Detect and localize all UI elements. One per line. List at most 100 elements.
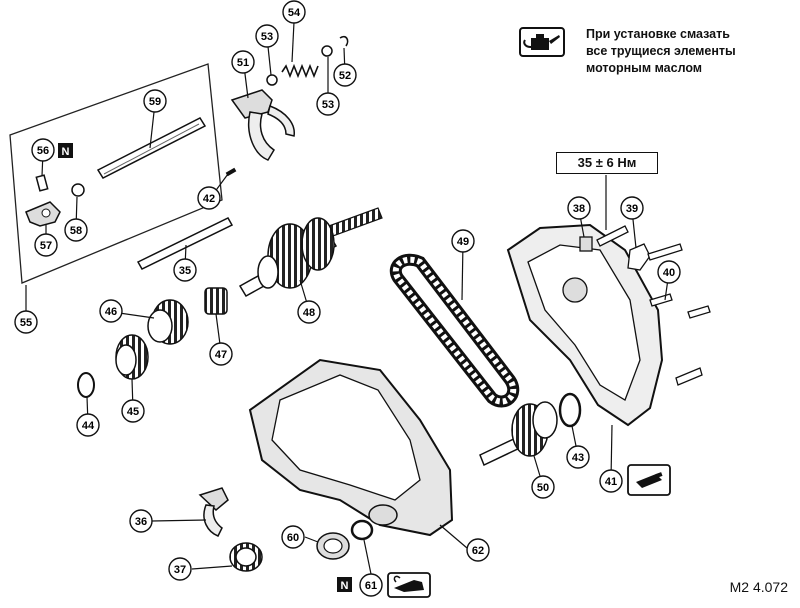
ball-58 (71, 183, 85, 197)
note-line-1: При установке смазать (586, 27, 730, 41)
callout-label: 45 (127, 406, 139, 418)
badge-label: N (341, 580, 349, 592)
n-badge-61: N (337, 577, 352, 592)
bolts-40 (647, 243, 711, 386)
bearing-race-37 (229, 542, 263, 572)
callout-50: 50 (531, 475, 555, 499)
callout-label: 44 (82, 420, 95, 432)
callout-54: 54 (282, 0, 306, 24)
callout-56: 56 (31, 138, 55, 162)
shift-fork-36 (198, 487, 229, 537)
plate-39 (627, 243, 651, 271)
ring-43 (558, 392, 582, 428)
callout-label: 53 (322, 99, 334, 111)
callout-label: 46 (105, 306, 117, 318)
callout-59: 59 (143, 89, 167, 113)
callout-48: 48 (297, 300, 321, 324)
callout-41: 41 (599, 469, 623, 493)
callout-label: 58 (70, 225, 82, 237)
callout-47: 47 (209, 342, 233, 366)
callout-label: 39 (626, 203, 638, 215)
drive-chain-49 (389, 253, 520, 408)
callout-49: 49 (451, 229, 475, 253)
callout-label: 59 (149, 96, 161, 108)
sprocket-50 (479, 401, 558, 467)
callout-37: 37 (168, 557, 192, 581)
lubrication-note: При установке смазать все трущиеся элеме… (586, 26, 786, 77)
callout-42: 42 (197, 186, 221, 210)
callout-label: 62 (472, 545, 484, 557)
figure-code: M2 4.072 (729, 579, 788, 595)
bracket-57 (25, 201, 61, 227)
callout-46: 46 (99, 299, 123, 323)
callout-label: 49 (457, 236, 469, 248)
main-shaft-48 (238, 207, 383, 298)
housing-62 (248, 358, 454, 537)
seal-60 (316, 532, 350, 560)
spring-54 (281, 63, 319, 79)
callout-label: 38 (573, 203, 585, 215)
callout-53b: 53 (316, 92, 340, 116)
gear-45 (115, 334, 149, 380)
callout-label: 40 (663, 267, 675, 279)
pin-56 (35, 174, 49, 192)
callout-60: 60 (281, 525, 305, 549)
callout-61: 61 (359, 573, 383, 597)
callout-44: 44 (76, 413, 100, 437)
callout-label: 61 (365, 580, 377, 592)
callout-62: 62 (466, 538, 490, 562)
group-frame (9, 63, 223, 284)
shift-fork-51 (230, 89, 295, 161)
sealant-tube-icon (627, 464, 671, 496)
needle-bearing-47 (204, 287, 228, 315)
callout-51: 51 (231, 50, 255, 74)
callout-label: 36 (135, 516, 147, 528)
callout-55: 55 (14, 310, 38, 334)
shift-rail-59 (96, 117, 207, 179)
callout-label: 52 (339, 70, 351, 82)
callout-35: 35 ± 6 Нм35 (173, 258, 197, 282)
note-line-2: все трущиеся элементы (586, 44, 736, 58)
torque-spec-box: 35 ± 6 Нм (556, 152, 658, 174)
callout-label: 54 (288, 7, 301, 19)
callout-45: 45 (121, 399, 145, 423)
callout-label: 53 (261, 31, 273, 43)
callout-label: 55 (20, 317, 32, 329)
shift-rail-35 (136, 217, 234, 270)
bolt-38 (579, 225, 629, 252)
callout-label: 48 (303, 307, 315, 319)
callout-53a: 53 (255, 24, 279, 48)
callout-label: 35 (179, 265, 191, 277)
callout-36: 36 (129, 509, 153, 533)
seal-61 (350, 519, 374, 541)
callout-label: 41 (605, 476, 617, 488)
callout-58: 58 (64, 218, 88, 242)
pin-42 (225, 167, 237, 177)
callout-43: 43 (566, 445, 590, 469)
callout-52: 52 (333, 63, 357, 87)
callout-label: 60 (287, 532, 299, 544)
callouts: 54 53 51 52 53 59 56 57 58 42 35 ± 6 Нм3… (14, 0, 681, 597)
callout-label: 37 (174, 564, 186, 576)
callout-label: 43 (572, 452, 584, 464)
note-line-3: моторным маслом (586, 61, 703, 75)
ball-53a (266, 74, 278, 86)
callout-label: 57 (40, 240, 52, 252)
callout-label: 51 (237, 57, 249, 69)
callout-38: 38 (567, 196, 591, 220)
callout-label: 56 (37, 145, 49, 157)
n-badge-56: N (58, 143, 73, 158)
badge-label: N (62, 146, 70, 158)
callout-label: 42 (203, 193, 215, 205)
callout-label: 47 (215, 349, 227, 361)
callout-label: 50 (537, 482, 549, 494)
callout-39: 39 (620, 196, 644, 220)
callout-57: 57 (34, 233, 58, 257)
ball-53b (321, 45, 333, 57)
grease-gun-icon (387, 572, 431, 598)
gear-46 (147, 299, 189, 345)
snap-ring-44 (77, 372, 95, 398)
rear-cover-41 (506, 223, 664, 427)
